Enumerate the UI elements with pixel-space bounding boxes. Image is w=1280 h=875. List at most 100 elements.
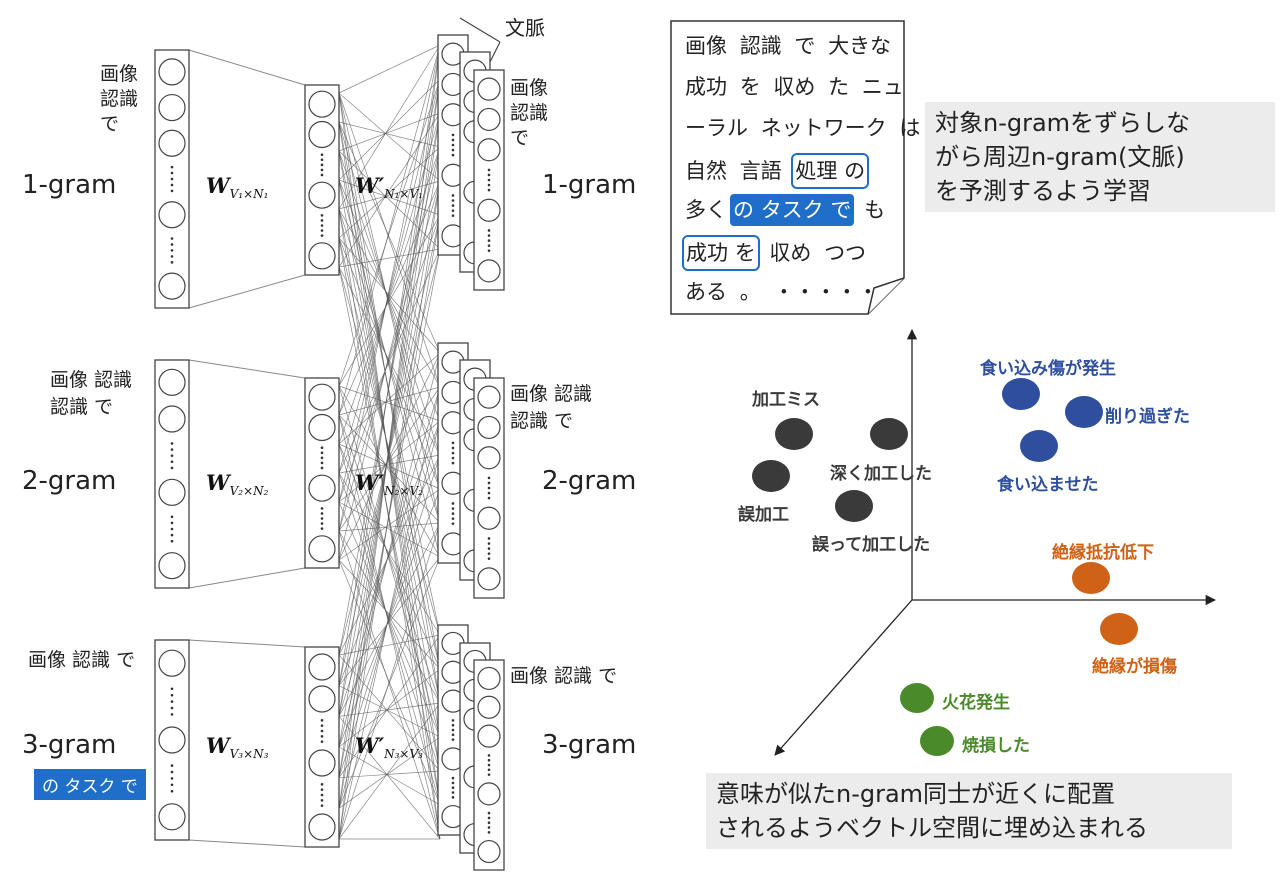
context-bracket-line bbox=[489, 41, 501, 63]
row1-input-layer-ellipsis-dot bbox=[170, 261, 174, 264]
row2-input-layer-ellipsis-dot bbox=[170, 448, 174, 451]
row2-input-hidden-edge bbox=[188, 359, 306, 379]
hidden-output-edge bbox=[338, 522, 441, 840]
hidden-output-edge bbox=[338, 150, 441, 772]
row2-output-layer-3-ellipsis-dot bbox=[487, 491, 491, 495]
row2-output-layer-3-neuron bbox=[477, 506, 501, 530]
hidden-output-edge bbox=[338, 78, 441, 503]
label-insulation-drop: 絶縁抵抗低下 bbox=[1052, 543, 1154, 563]
label-deep-machining: 深く加工した bbox=[830, 464, 932, 484]
row1-output-layer-3-neuron bbox=[477, 107, 501, 132]
hidden-output-edge bbox=[338, 121, 441, 148]
row1-input-layer-ellipsis-dot bbox=[170, 183, 174, 187]
row2-output-layer-1-ellipsis-dot bbox=[451, 507, 455, 510]
label-over-cut: 削り過ぎた bbox=[1105, 407, 1190, 427]
doc-word: ニュ bbox=[861, 75, 904, 99]
row2-output-layer-1-ellipsis-dot bbox=[451, 441, 455, 445]
row1-hidden-layer-ellipsis-dot bbox=[320, 153, 324, 157]
callout-line: されるようベクトル空間に埋め込まれる bbox=[716, 814, 1148, 842]
point-bite-scratch bbox=[1002, 378, 1040, 410]
row3-input-layer-neuron bbox=[158, 649, 186, 677]
row2-hidden-layer-ellipsis-dot bbox=[320, 517, 324, 520]
hidden-output-edge bbox=[338, 702, 441, 717]
row2-wprime-label: W′N₂×V₂ bbox=[355, 470, 423, 499]
row1-output-layer-1-ellipsis-dot bbox=[451, 194, 455, 197]
hidden-output-edge bbox=[338, 150, 441, 250]
row3-output-layer-3-ellipsis-dot bbox=[487, 773, 491, 776]
hidden-output-edge bbox=[338, 237, 441, 806]
hidden-output-edge bbox=[338, 44, 441, 210]
row1-input-hidden-edge bbox=[188, 274, 306, 309]
hidden-output-edge bbox=[338, 78, 441, 387]
hidden-output-edge bbox=[338, 386, 441, 532]
hidden-output-edge bbox=[338, 121, 441, 490]
row1-hidden-layer-ellipsis-dot bbox=[320, 173, 324, 177]
row2-input-layer-neuron bbox=[158, 478, 186, 506]
row2-input-layer-frame bbox=[154, 359, 190, 589]
doc-word-target-highlight: の タスク で bbox=[730, 194, 855, 226]
doc-word-context-highlight: 成功 を bbox=[682, 235, 760, 271]
point-burnout bbox=[920, 726, 954, 756]
row3-output-layer-1-ellipsis-dot bbox=[451, 796, 455, 799]
hidden-output-edge bbox=[338, 386, 441, 840]
hidden-output-edge bbox=[338, 44, 441, 717]
hidden-output-edge bbox=[338, 44, 441, 416]
row3-output-layer-1-ellipsis-dot bbox=[451, 776, 455, 780]
doc-word: 認識 bbox=[739, 34, 782, 58]
row2-gram-label-right: 2-gram bbox=[542, 466, 637, 496]
hidden-output-edge bbox=[338, 443, 441, 670]
doc-word: 。 bbox=[739, 280, 761, 304]
hidden-output-edge bbox=[338, 92, 441, 182]
row3-hidden-layer-ellipsis-dot bbox=[320, 799, 324, 802]
doc-word: 成功 bbox=[685, 75, 727, 99]
hidden-output-edge bbox=[338, 112, 441, 474]
row2-input-line-2: 認識 で bbox=[50, 396, 114, 418]
hidden-output-edge bbox=[338, 214, 441, 503]
hidden-output-edge bbox=[338, 248, 441, 268]
row1-hidden-layer-ellipsis-dot bbox=[320, 234, 324, 237]
row1-gram-label-left: 1-gram bbox=[22, 170, 117, 200]
hidden-output-edge bbox=[338, 414, 441, 704]
point-wrongly-machined bbox=[835, 490, 873, 522]
source-document: 画像 認識 で 大きな 成功 を 収め た ニュ ーラル ネットワーク は 自然… bbox=[670, 20, 920, 315]
row3-hidden-layer bbox=[304, 646, 340, 848]
row2-input-layer-ellipsis-dot bbox=[170, 527, 174, 531]
row1-input-layer-neuron bbox=[158, 93, 186, 122]
row3-input-layer-ellipsis-dot bbox=[170, 783, 174, 787]
hidden-output-edge bbox=[338, 112, 441, 152]
row3-output-layer-1-ellipsis-dot bbox=[451, 781, 455, 785]
row2-hidden-layer-ellipsis-dot bbox=[320, 527, 324, 530]
row3-hidden-layer-ellipsis-dot bbox=[320, 729, 324, 733]
row1-output-layer-1-ellipsis-dot bbox=[451, 204, 455, 207]
row3-input-layer-ellipsis-dot bbox=[170, 687, 174, 691]
row2-hidden-layer-ellipsis-dot bbox=[320, 456, 324, 460]
row2-output-layer-1-ellipsis-dot bbox=[451, 502, 455, 505]
row1-output-layer-1-ellipsis-dot bbox=[451, 143, 455, 147]
row2-output-layer-1-ellipsis-dot bbox=[451, 451, 455, 455]
hidden-output-edge bbox=[338, 146, 441, 445]
doc-word: 収め bbox=[773, 75, 816, 99]
hidden-output-edge bbox=[338, 237, 441, 670]
doc-line-5: 多くの タスク で も bbox=[682, 194, 888, 226]
row1-output-layer-1-ellipsis-dot bbox=[451, 133, 455, 137]
row1-input-layer-ellipsis-dot bbox=[170, 255, 174, 258]
hidden-output-edge bbox=[338, 746, 441, 806]
row3-input-layer-ellipsis-dot bbox=[170, 706, 174, 710]
row3-input-layer-ellipsis-dot bbox=[170, 770, 174, 774]
row3-output-layer-1-ellipsis-dot bbox=[451, 723, 455, 727]
row2-hidden-layer-neuron bbox=[308, 413, 336, 442]
row3-input-layer-ellipsis-dot bbox=[170, 764, 174, 767]
row2-output-layer-3-ellipsis-dot bbox=[487, 537, 491, 540]
row3-output-layer-3-ellipsis-dot bbox=[487, 811, 491, 815]
row2-input-layer-ellipsis-dot bbox=[170, 454, 174, 457]
row2-output-layer-3-ellipsis-dot bbox=[487, 557, 491, 560]
row1-hidden-layer-ellipsis-dot bbox=[320, 158, 324, 162]
doc-word: は bbox=[899, 116, 921, 140]
doc-word: ・・・・・ bbox=[773, 280, 879, 304]
row3-input-layer-neuron bbox=[158, 803, 186, 831]
row1-input-layer-ellipsis-dot bbox=[170, 249, 174, 252]
row3-output-layer-3-ellipsis-dot bbox=[487, 816, 491, 820]
row2-output-layer-3 bbox=[473, 377, 505, 599]
hidden-output-edge bbox=[338, 472, 441, 772]
row2-hidden-layer-neuron bbox=[308, 383, 336, 411]
